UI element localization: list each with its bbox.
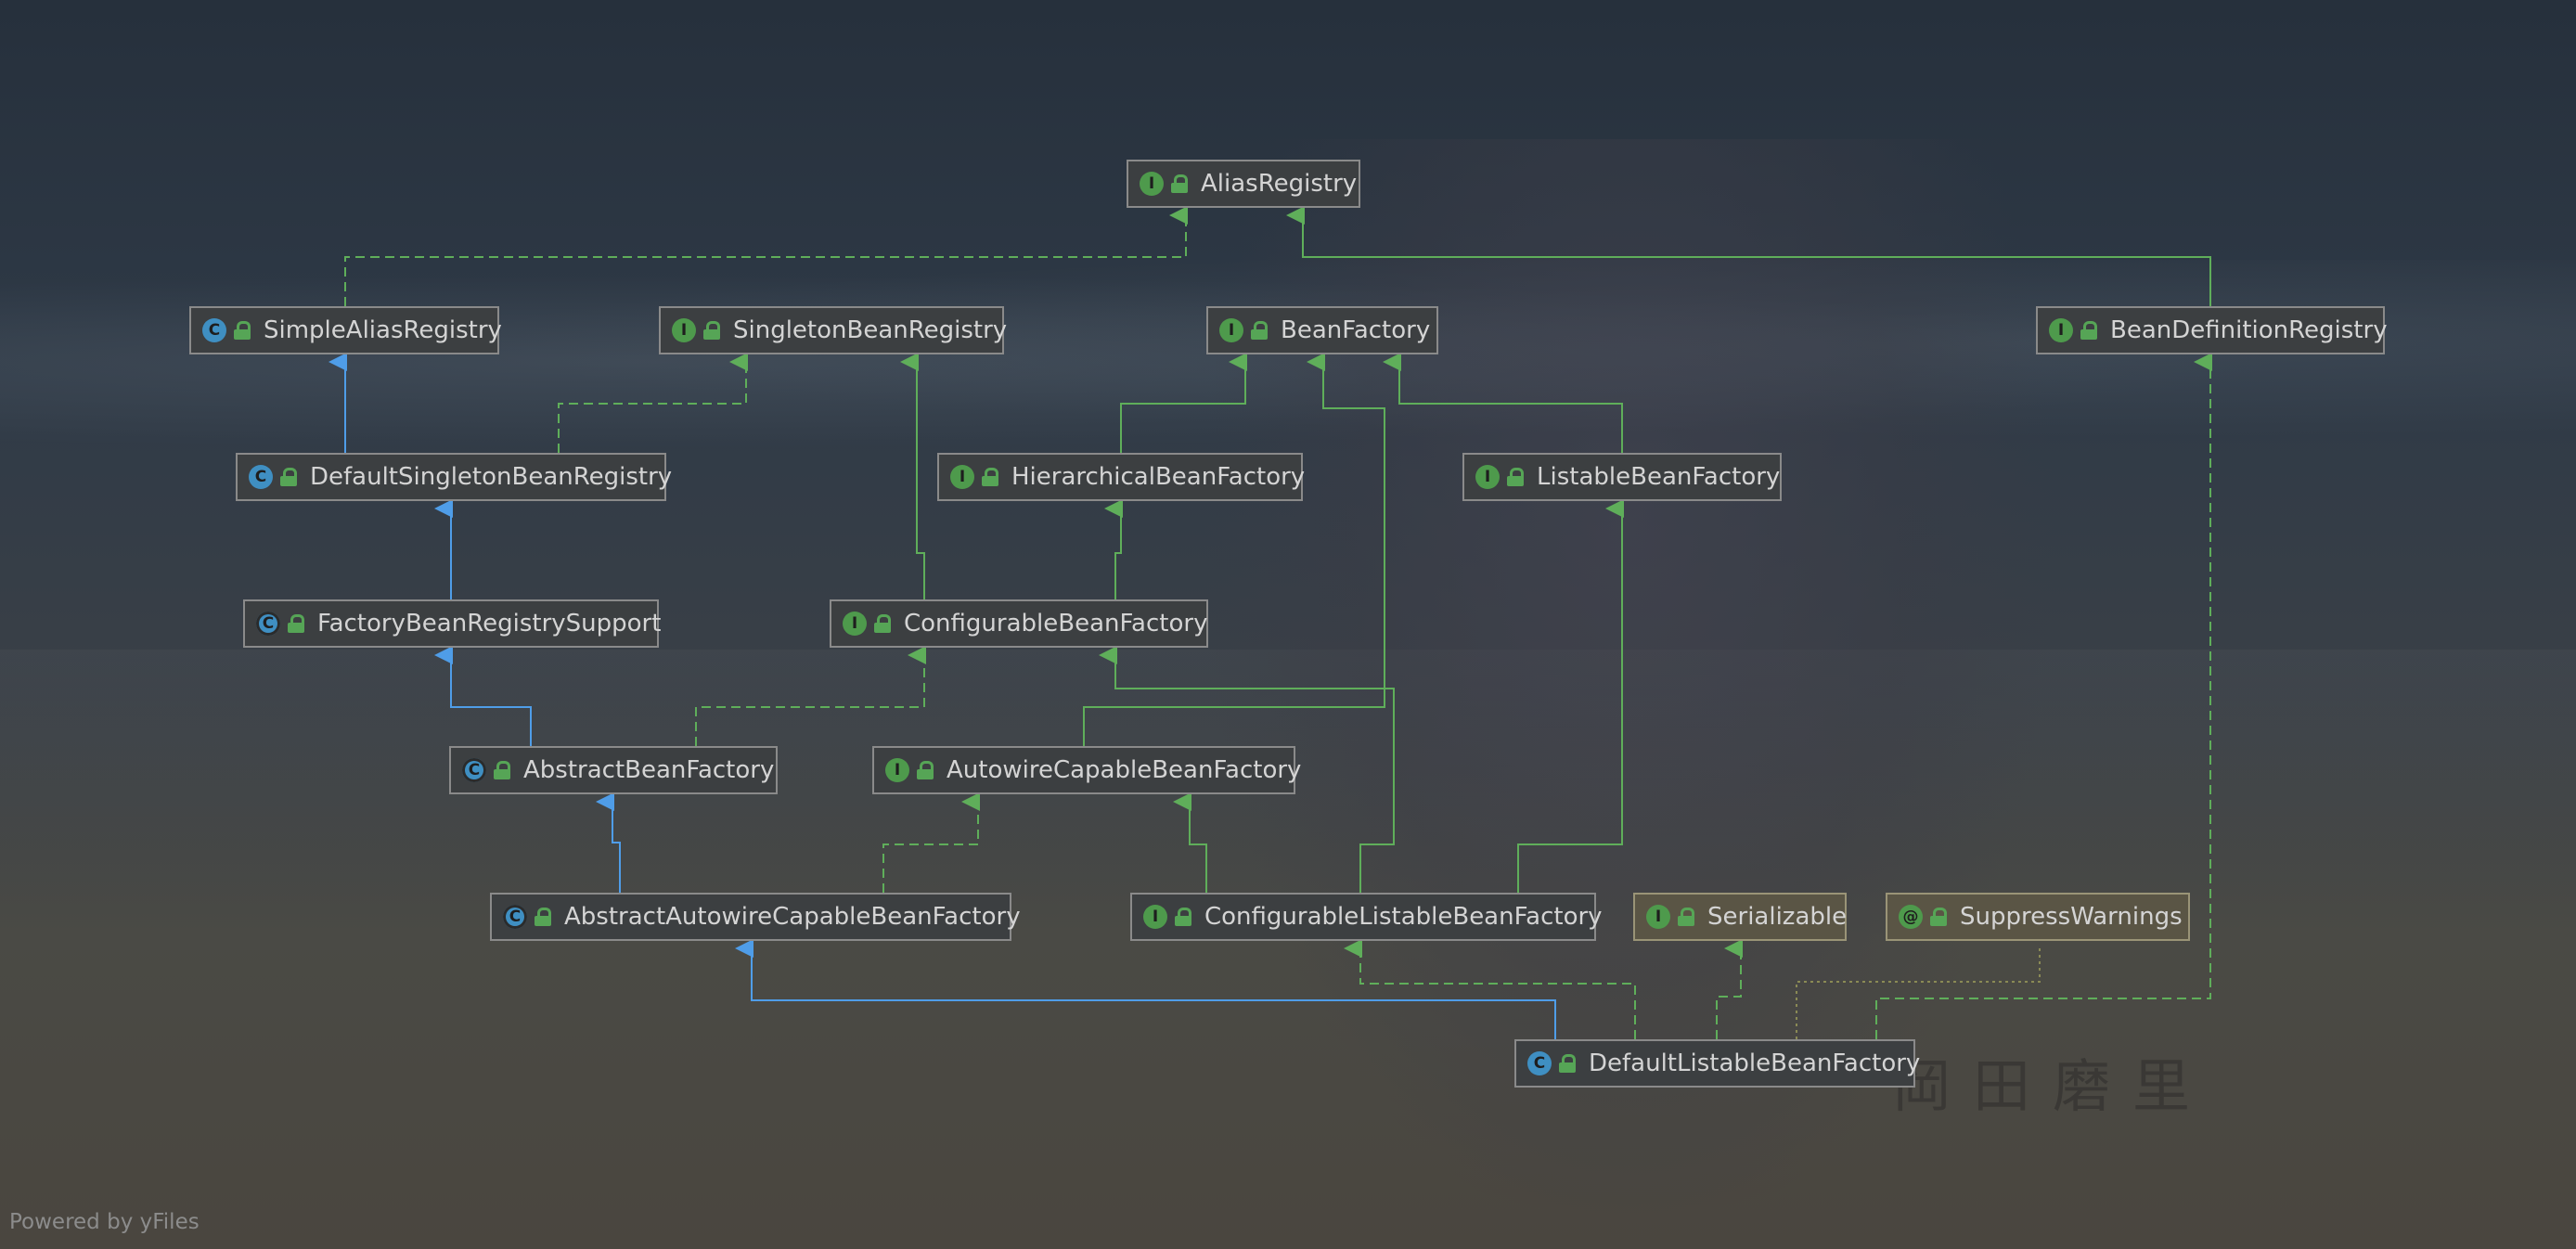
interface-icon: I	[950, 465, 974, 489]
node-alias-registry[interactable]: I AliasRegistry	[1127, 160, 1360, 208]
node-label: AbstractBeanFactory	[523, 756, 775, 784]
edge-defaultsingleton-singletonbeanregistry	[558, 353, 748, 453]
node-abstract-autowire-capable-bean-factory[interactable]: C AbstractAutowireCapableBeanFactory	[490, 893, 1021, 941]
edge-autowire-beanfactory	[1083, 353, 1385, 746]
node-label: Serializable	[1707, 903, 1848, 931]
edge-abstractbeanfactory-factorybeanregistrysupport	[434, 646, 532, 746]
node-label: ConfigurableListableBeanFactory	[1204, 903, 1603, 931]
node-label: DefaultSingletonBeanRegistry	[310, 463, 673, 491]
node-abstract-bean-factory[interactable]: C AbstractBeanFactory	[449, 746, 778, 794]
public-lock-icon	[1175, 908, 1191, 926]
public-lock-icon	[1678, 908, 1694, 926]
public-lock-icon	[1559, 1054, 1576, 1073]
interface-icon: I	[1219, 318, 1243, 342]
class-icon: C	[1527, 1051, 1552, 1075]
public-lock-icon	[1251, 321, 1268, 340]
node-configurable-bean-factory[interactable]: I ConfigurableBeanFactory	[830, 599, 1208, 648]
node-label: BeanDefinitionRegistry	[2110, 316, 2388, 344]
edge-configurablelistable-configurable	[1099, 646, 1395, 893]
node-label: HierarchicalBeanFactory	[1011, 463, 1306, 491]
public-lock-icon	[234, 321, 251, 340]
node-serializable[interactable]: I Serializable	[1633, 893, 1847, 941]
interface-icon: I	[672, 318, 696, 342]
node-label: BeanFactory	[1281, 316, 1431, 344]
edge-configurablelistable-autowire	[1173, 792, 1207, 893]
public-lock-icon	[2080, 321, 2097, 340]
edge-defaultlistable-abstractautowire	[735, 939, 1556, 1039]
background-caption: 岡田磨里	[1893, 1052, 2213, 1120]
edge-configurable-singletonbeanregistry	[900, 353, 925, 599]
public-lock-icon	[1171, 174, 1188, 193]
node-label: SuppressWarnings	[1960, 903, 2183, 931]
abstract-class-icon: C	[503, 905, 527, 929]
node-default-singleton-bean-registry[interactable]: C DefaultSingletonBeanRegistry	[236, 453, 672, 501]
public-lock-icon	[703, 321, 720, 340]
node-label: FactoryBeanRegistrySupport	[317, 610, 662, 637]
node-configurable-listable-bean-factory[interactable]: I ConfigurableListableBeanFactory	[1130, 893, 1603, 941]
edge-defaultlistable-configurablelistable	[1344, 939, 1636, 1039]
node-default-listable-bean-factory[interactable]: C DefaultListableBeanFactory	[1514, 1039, 1920, 1088]
interface-icon: I	[2049, 318, 2073, 342]
edge-defaultlistable-suppresswarnings	[1796, 948, 2041, 1039]
edge-configurable-hierarchical	[1104, 499, 1123, 599]
public-lock-icon	[535, 908, 551, 926]
public-lock-icon	[1507, 468, 1524, 486]
node-label: ListableBeanFactory	[1537, 463, 1781, 491]
public-lock-icon	[494, 761, 510, 779]
node-autowire-capable-bean-factory[interactable]: I AutowireCapableBeanFactory	[872, 746, 1301, 794]
public-lock-icon	[917, 761, 934, 779]
class-icon: C	[249, 465, 273, 489]
edge-beandefinitionregistry-aliasregistry	[1286, 206, 2211, 306]
node-label: SingletonBeanRegistry	[733, 316, 1008, 344]
public-lock-icon	[874, 614, 891, 633]
interface-icon: I	[885, 758, 909, 782]
node-singleton-bean-registry[interactable]: I SingletonBeanRegistry	[659, 306, 1008, 354]
edge-defaultlistable-beandefinitionregistry	[1875, 353, 2212, 1039]
edge-abstractbeanfactory-configurable	[695, 646, 926, 746]
node-simple-alias-registry[interactable]: C SimpleAliasRegistry	[189, 306, 502, 354]
edge-listable-beanfactory	[1383, 353, 1623, 453]
interface-icon: I	[1143, 905, 1167, 929]
public-lock-icon	[288, 614, 304, 633]
annotation-icon: @	[1899, 905, 1923, 929]
node-label: AutowireCapableBeanFactory	[947, 756, 1302, 784]
class-icon: C	[202, 318, 226, 342]
interface-icon: I	[1646, 905, 1670, 929]
node-label: AliasRegistry	[1201, 170, 1358, 198]
node-label: DefaultListableBeanFactory	[1589, 1049, 1921, 1077]
public-lock-icon	[982, 468, 998, 486]
public-lock-icon	[280, 468, 297, 486]
public-lock-icon	[1930, 908, 1947, 926]
edge-abstractautowire-abstractbeanfactory	[596, 792, 621, 893]
node-label: AbstractAutowireCapableBeanFactory	[564, 903, 1021, 931]
edge-configurablelistable-listable	[1517, 499, 1624, 893]
edge-simplealiasregistry-aliasregistry	[344, 206, 1188, 306]
edge-defaultlistable-serializable	[1716, 939, 1743, 1039]
node-bean-definition-registry[interactable]: I BeanDefinitionRegistry	[2036, 306, 2388, 354]
node-label: SimpleAliasRegistry	[264, 316, 502, 344]
node-listable-bean-factory[interactable]: I ListableBeanFactory	[1462, 453, 1782, 501]
abstract-class-icon: C	[462, 758, 486, 782]
node-bean-factory[interactable]: I BeanFactory	[1206, 306, 1438, 354]
node-label: ConfigurableBeanFactory	[904, 610, 1208, 637]
interface-icon: I	[1475, 465, 1500, 489]
edge-abstractautowire-autowire	[882, 792, 980, 893]
abstract-class-icon: C	[256, 612, 280, 636]
node-hierarchical-bean-factory[interactable]: I HierarchicalBeanFactory	[937, 453, 1306, 501]
node-factory-bean-registry-support[interactable]: C FactoryBeanRegistrySupport	[243, 599, 662, 648]
interface-icon: I	[843, 612, 867, 636]
interface-icon: I	[1140, 172, 1164, 196]
node-suppress-warnings[interactable]: @ SuppressWarnings	[1886, 893, 2190, 941]
edge-hierarchical-beanfactory	[1120, 353, 1247, 453]
powered-by-label: Powered by yFiles	[9, 1210, 200, 1234]
